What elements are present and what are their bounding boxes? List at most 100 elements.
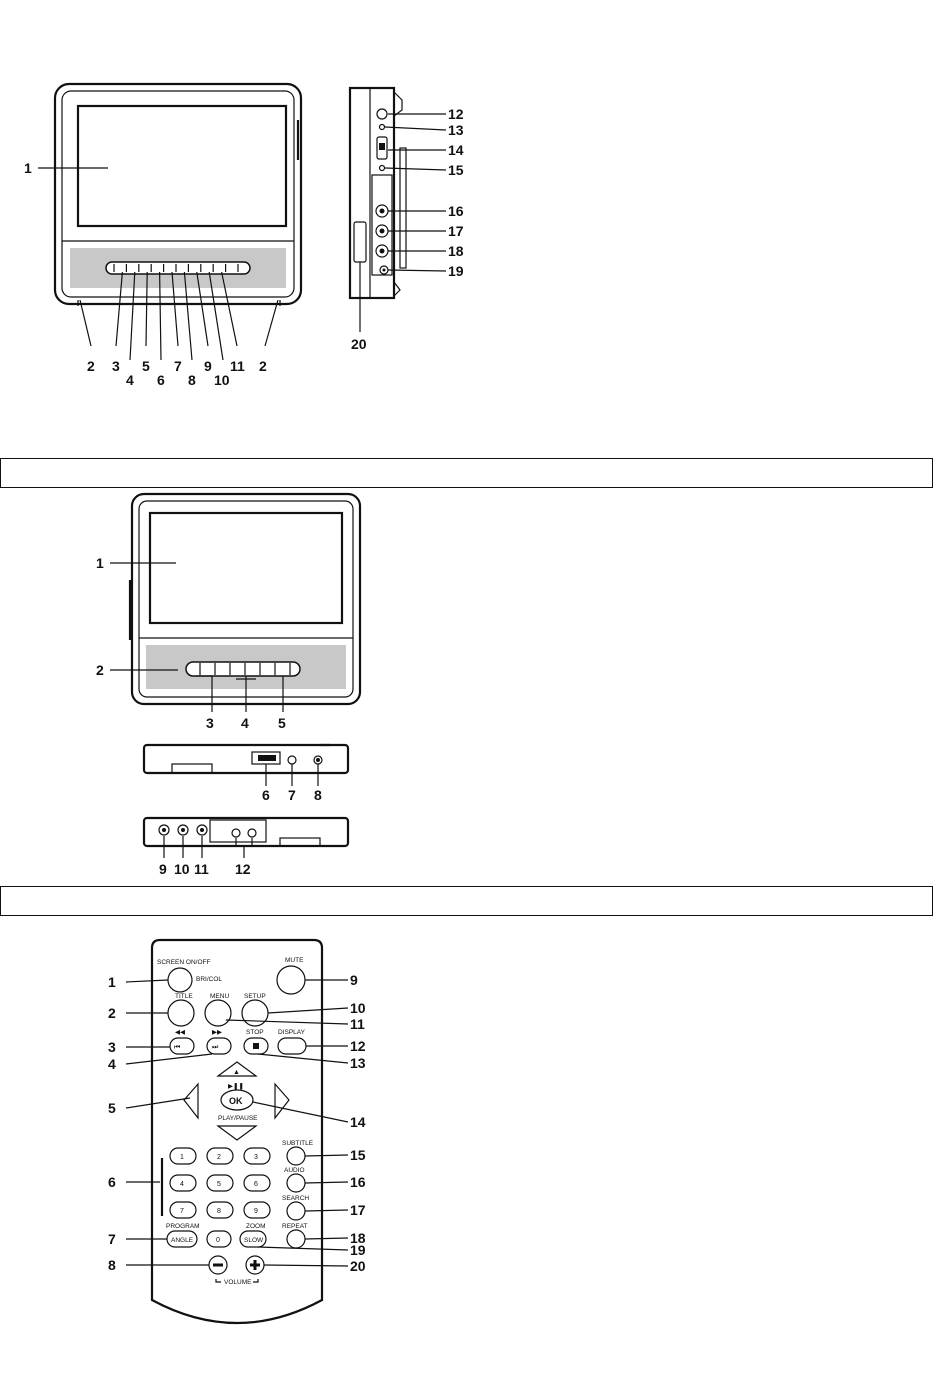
search-button[interactable] — [287, 1202, 305, 1220]
callout: 8 — [314, 787, 322, 803]
callout: 6 — [262, 787, 270, 803]
forward-icon: ▶▶ — [212, 1029, 223, 1036]
callout: 3 — [206, 715, 214, 731]
player-screen — [78, 106, 286, 226]
callout: 20 — [351, 336, 367, 352]
callout: 5 — [278, 715, 286, 731]
callout: 19 — [448, 263, 464, 279]
audio-button[interactable] — [287, 1174, 305, 1192]
label-audio: AUDIO — [284, 1167, 305, 1174]
callout: 12 — [350, 1038, 366, 1054]
digit-label: 9 — [254, 1208, 258, 1215]
callout: 4 — [241, 715, 249, 731]
callout: 16 — [448, 203, 464, 219]
minus-icon — [213, 1264, 223, 1267]
callout: 9 — [204, 358, 212, 374]
setup-button[interactable] — [242, 1000, 268, 1026]
label-display: DISPLAY — [278, 1029, 306, 1036]
callout: 5 — [142, 358, 150, 374]
subtitle-button[interactable] — [287, 1147, 305, 1165]
remote-control: SCREEN ON/OFF BRI/COL MUTE TITLE MENU SE… — [126, 940, 348, 1323]
up-icon: ▲ — [233, 1069, 240, 1076]
digit-label: 8 — [217, 1208, 221, 1215]
digit-label: 4 — [180, 1181, 184, 1188]
player-front-view — [55, 84, 301, 360]
callout: 6 — [108, 1174, 116, 1190]
callout: 10 — [214, 372, 230, 388]
callout: 15 — [350, 1147, 366, 1163]
callout: 17 — [350, 1202, 366, 1218]
callout: 10 — [174, 861, 190, 877]
right-arrow-button[interactable] — [275, 1084, 289, 1118]
label-repeat: REPEAT — [282, 1223, 308, 1230]
button-strip — [106, 262, 250, 274]
label-mute: MUTE — [285, 957, 304, 964]
screen-onoff-button[interactable] — [168, 968, 192, 992]
left-arrow-button[interactable] — [184, 1084, 198, 1118]
down-arrow-button[interactable] — [218, 1126, 256, 1140]
callout: 11 — [230, 358, 245, 374]
callout: 2 — [96, 662, 104, 678]
player-front-view-2 — [130, 494, 360, 704]
player-bottom-view — [144, 818, 348, 858]
label-setup: SETUP — [244, 993, 266, 1000]
label-screen-onoff: SCREEN ON/OFF — [157, 959, 210, 966]
label-program: PROGRAM — [166, 1223, 200, 1230]
mount-bracket-icon — [354, 222, 366, 262]
callout: 5 — [108, 1100, 116, 1116]
mute-button[interactable] — [277, 966, 305, 994]
callout: 12 — [448, 106, 464, 122]
callout: 9 — [350, 972, 358, 988]
digit-label: 6 — [254, 1181, 258, 1188]
label-volume: VOLUME — [224, 1279, 252, 1286]
play-pause-icon: ▶❚❚ — [228, 1082, 244, 1090]
prev-icon: ⏮ — [174, 1044, 180, 1051]
callout: 7 — [174, 358, 182, 374]
digit-0-label: 0 — [216, 1237, 220, 1244]
label-subtitle: SUBTITLE — [282, 1140, 314, 1147]
digit-label: 2 — [217, 1154, 221, 1161]
title-button[interactable] — [168, 1000, 194, 1026]
callout: 2 — [259, 358, 267, 374]
callout: 12 — [235, 861, 251, 877]
callout: 15 — [448, 162, 464, 178]
callout: 14 — [448, 142, 464, 158]
label-angle: ANGLE — [171, 1237, 194, 1244]
label-bri-col: BRI/COL — [196, 976, 222, 983]
callout: 19 — [350, 1242, 366, 1258]
callout: 1 — [96, 555, 104, 571]
callout: 7 — [108, 1231, 116, 1247]
player-side-view — [350, 88, 446, 332]
callout: 4 — [126, 372, 134, 388]
callout: 2 — [87, 358, 95, 374]
callout: 4 — [108, 1056, 116, 1072]
ok-label: OK — [229, 1096, 243, 1106]
next-icon: ⏭ — [212, 1044, 219, 1051]
port-jack-icon — [377, 109, 387, 119]
callout: 17 — [448, 223, 464, 239]
callout: 9 — [159, 861, 167, 877]
display-button[interactable] — [278, 1038, 306, 1054]
digit-label: 7 — [180, 1208, 184, 1215]
callout: 8 — [188, 372, 196, 388]
callout: 20 — [350, 1258, 366, 1274]
player-screen-2 — [150, 513, 342, 623]
callout: 7 — [288, 787, 296, 803]
callout: 16 — [350, 1174, 366, 1190]
digit-label: 5 — [217, 1181, 221, 1188]
label-slow: SLOW — [244, 1237, 264, 1244]
label-title: TITLE — [175, 993, 193, 1000]
callout: 1 — [24, 160, 32, 176]
player-top-view — [144, 745, 348, 786]
callout: 2 — [108, 1005, 116, 1021]
label-menu: MENU — [210, 993, 229, 1000]
callout: 18 — [448, 243, 464, 259]
menu-button[interactable] — [205, 1000, 231, 1026]
repeat-button[interactable] — [287, 1230, 305, 1248]
callout: 14 — [350, 1114, 366, 1130]
digit-label: 3 — [254, 1154, 258, 1161]
callout: 13 — [350, 1055, 366, 1071]
rewind-icon: ◀◀ — [175, 1029, 186, 1036]
next-button[interactable] — [207, 1038, 231, 1054]
